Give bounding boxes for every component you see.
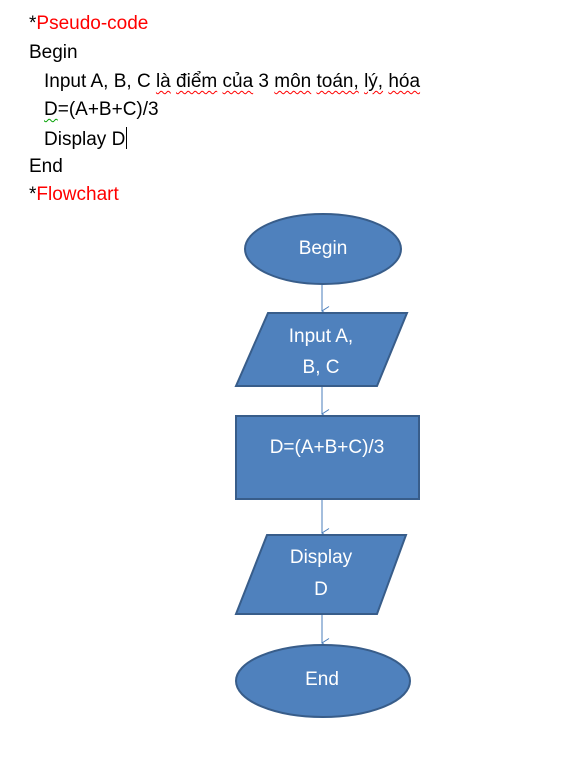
heading-asterisk: * <box>29 13 37 34</box>
heading-asterisk: * <box>29 184 37 205</box>
input-text: Input A, B, C <box>44 71 156 92</box>
pseudo-display-line[interactable]: Display D <box>44 127 128 152</box>
pseudo-calc-line[interactable]: D=(A+B+C)/3 <box>44 98 159 122</box>
spell-word: lý, <box>364 71 384 92</box>
heading-label: Flowchart <box>36 184 119 205</box>
begin-terminator[interactable]: Begin <box>244 213 402 285</box>
grammar-word: D <box>44 99 58 120</box>
input-parallelogram[interactable]: Input A, B, C <box>234 312 409 387</box>
heading-label: Pseudo-code <box>36 13 149 34</box>
display-parallelogram[interactable]: Display D <box>234 534 408 615</box>
pseudo-code-heading: *Pseudo-code <box>29 12 148 36</box>
input-label-line1: Input A, <box>289 326 353 347</box>
end-terminator[interactable]: End <box>235 644 411 718</box>
spell-word: điểm <box>176 71 218 92</box>
input-label-line2: B, C <box>303 357 340 378</box>
process-label: D=(A+B+C)/3 <box>270 437 385 458</box>
display-label-line1: Display <box>290 547 353 568</box>
flowchart-heading: *Flowchart <box>29 183 119 207</box>
calc-text: =(A+B+C)/3 <box>57 99 159 120</box>
pseudo-end[interactable]: End <box>29 156 63 177</box>
text-cursor <box>126 127 128 149</box>
spell-word: hóa <box>388 71 421 92</box>
spell-word: là <box>155 71 171 92</box>
display-text: Display D <box>44 129 126 150</box>
process-rectangle[interactable]: D=(A+B+C)/3 <box>235 415 420 500</box>
begin-label: Begin <box>299 238 348 259</box>
spell-word: môn <box>274 71 312 92</box>
spell-word: toán, <box>316 71 359 92</box>
pseudo-begin[interactable]: Begin <box>29 42 78 63</box>
display-label-line2: D <box>314 579 328 600</box>
end-label: End <box>305 669 339 690</box>
pseudo-input-line[interactable]: Input A, B, C là điểm của 3 môn toán, lý… <box>44 70 420 94</box>
spell-word: của <box>222 71 254 92</box>
input-text: 3 <box>253 71 275 92</box>
